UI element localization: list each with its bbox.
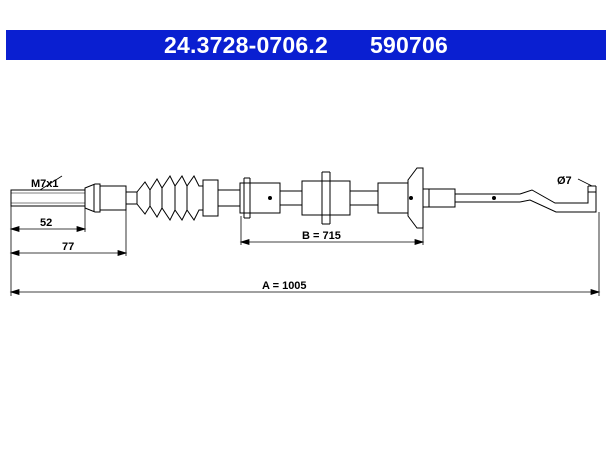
dim-a-label: A = 1005 <box>262 280 307 292</box>
threaded-rod <box>10 189 86 207</box>
diameter-leader <box>577 178 593 187</box>
hook-end <box>519 189 597 213</box>
mounting-sleeve <box>377 182 409 214</box>
conduit-tube <box>202 179 219 217</box>
dim-52-label: 52 <box>40 217 52 229</box>
dim-b-label: B = 715 <box>302 230 341 242</box>
diameter-label: Ø7 <box>557 175 572 187</box>
adjuster-body <box>301 180 351 216</box>
thread-leader <box>39 175 63 191</box>
dim-77-label: 77 <box>62 241 74 253</box>
fitting-body <box>99 185 127 211</box>
end-fitting <box>84 183 101 213</box>
reference-number: 590706 <box>370 31 448 58</box>
conduit-sleeve <box>239 182 281 214</box>
rubber-bellows <box>136 175 204 221</box>
bracket-collar <box>422 188 456 208</box>
part-number: 24.3728-0706.2 <box>164 31 328 58</box>
title-banner: 24.3728-0706.2 590706 <box>6 30 606 60</box>
thread-label: M7x1 <box>31 178 59 190</box>
